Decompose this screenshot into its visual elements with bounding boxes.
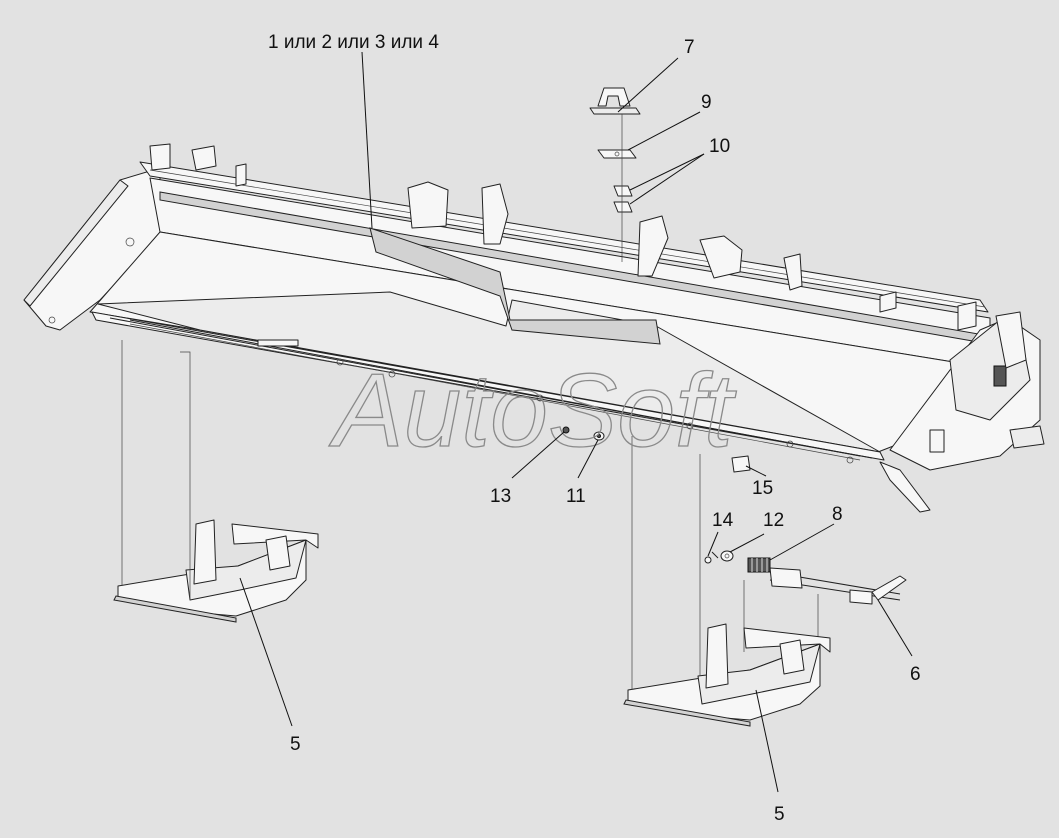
autosoft-watermark: AutoSoft [328,353,737,469]
callout-13: 13 [490,486,511,507]
callout-11: 11 [566,486,586,507]
shoe-part-5-right [623,623,831,727]
rod-assembly-part-6 [769,567,907,605]
plate-part-9 [597,149,637,159]
callout-14: 14 [712,510,734,531]
callout-7: 7 [684,37,695,58]
handle-bracket-part-7 [589,87,641,115]
callout-8: 8 [832,504,843,525]
leader-lines [239,51,913,793]
bushing-part-15 [731,455,751,473]
spring-part-8 [747,557,771,573]
nuts-part-10 [613,185,633,213]
callout-1-4: 1 или 2 или 3 или 4 [268,32,439,53]
callout-5-right: 5 [774,804,785,825]
shoe-part-5-left [113,519,319,623]
callout-12: 12 [763,510,784,531]
callout-9: 9 [701,92,712,113]
screw-part-13 [562,426,570,434]
washer-part-12 [720,550,734,562]
trough-frame-assembly [23,143,1045,513]
callout-15: 15 [752,478,773,499]
pin-part-14 [704,551,719,564]
callout-5-left: 5 [290,734,301,755]
callout-labels: 1 или 2 или 3 или 4 7 9 10 13 11 15 14 1… [268,32,921,825]
washer-part-11 [593,431,605,441]
callout-10: 10 [709,136,730,157]
callout-6: 6 [910,664,921,685]
